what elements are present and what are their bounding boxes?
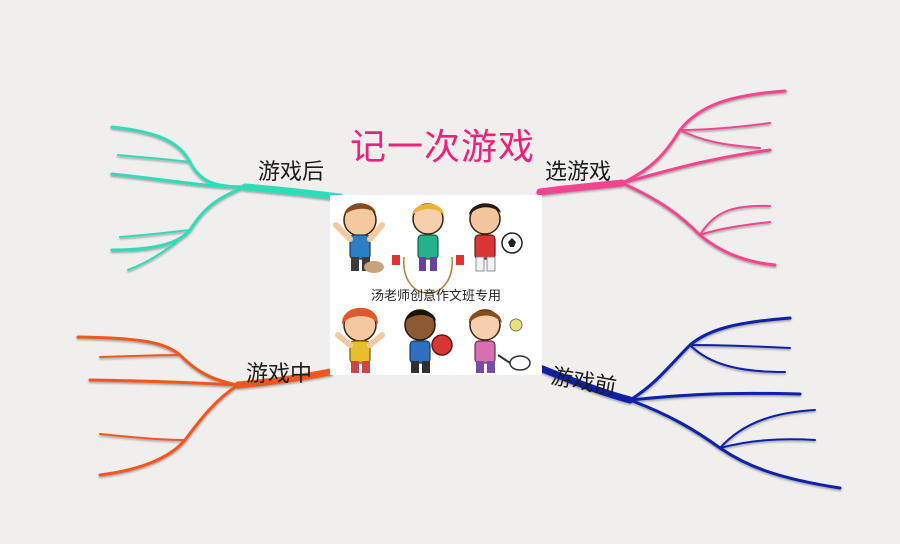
branch-before-lines: [536, 316, 842, 490]
branch-choose-lines: [536, 89, 787, 267]
kid-football-icon: [469, 203, 523, 272]
branch-label-during: 游戏中: [246, 362, 313, 387]
kid-ball-icon: [404, 309, 453, 373]
branch-label-choose: 选游戏: [545, 160, 612, 185]
map-title: 记一次游戏: [350, 127, 536, 168]
children-illustration: [333, 203, 531, 373]
center-caption: 汤老师创意作文班专用: [370, 289, 501, 304]
kid-jump-rope-icon: [392, 203, 464, 294]
branch-label-after: 游戏后: [258, 160, 325, 185]
branch-during-lines: [76, 335, 334, 477]
kid-tennis-icon: [468, 309, 531, 373]
kid-cheering-icon: [333, 203, 385, 273]
center-image: 汤老师创意作文班专用: [330, 195, 542, 375]
kid-strong-girl-icon: [335, 307, 385, 373]
branch-after-lines: [110, 125, 344, 271]
